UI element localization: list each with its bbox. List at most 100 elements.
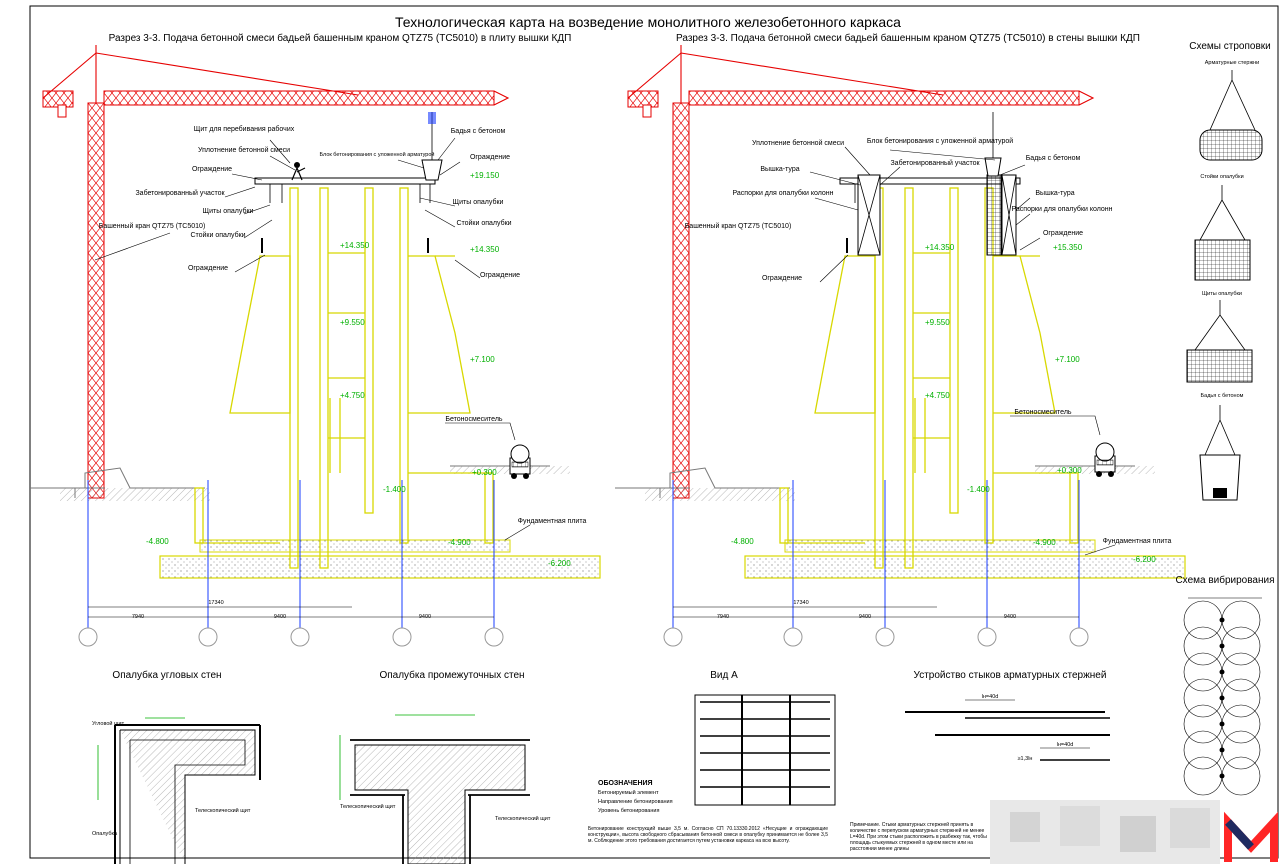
tower-crane [627,44,1094,499]
sheet-title: Технологическая карта на возведение моно… [395,14,901,30]
vibration-circle [1183,730,1223,770]
vibration-circle [1183,626,1223,666]
corner-label: Угловой щит [92,720,125,727]
joints-dim: ≥1,3lн [1018,756,1033,762]
label-concreted: Забетонированный участок [890,159,980,167]
legend-item: Бетонируемый элемент [598,789,659,796]
section-right-title: Разрез 3-3. Подача бетонной смеси бадьей… [676,32,1140,44]
joints-title: Устройство стыков арматурных стержней [914,670,1107,681]
concrete-bucket-icon [984,157,1002,177]
elevation: +14.350 [925,243,955,252]
dim-1: 7940 [132,614,144,620]
sling-title: Схемы строповки [1189,41,1270,52]
label-tower: Вышка-тура [1035,190,1074,197]
label-panels: Щиты опалубки [453,198,504,206]
rebar-bundle-icon [1199,70,1263,161]
elevation: +0.300 [1057,466,1082,475]
label-fence: Ограждение [762,275,802,282]
section-right: Разрез 3-3. Подача бетонной смеси бадьей… [614,32,1186,647]
label-struts: Распорки для опалубки колонн [1011,205,1112,213]
bucket-sling-icon [1199,405,1241,501]
elevation: +7.100 [1055,355,1080,364]
vibration-circle [1221,600,1261,640]
corner-label: Телескопический щит [195,807,251,814]
corner-formwork: Опалубка угловых стен Угловой щит Опалуб… [92,669,261,864]
intermediate-label: Телескопический щит [495,815,551,822]
building-section [614,177,1186,579]
building-section [29,177,601,579]
tower-crane [42,44,509,499]
dim-1: 7940 [717,614,729,620]
vibration-circle [1221,756,1261,796]
concrete-mixer-icon [509,444,531,480]
elevation: +4.750 [925,391,950,400]
view-a-title: Вид А [710,670,738,681]
label-concreted: Забетонированный участок [135,189,225,197]
elevation: -6.200 [1133,555,1156,564]
elevation: +9.550 [340,318,365,327]
vibration-scheme: Схема вибрирования [1175,574,1275,796]
label-fence: Ограждение [188,265,228,272]
vibration-circle [1221,730,1261,770]
panels-stack-icon [1186,300,1253,383]
elevation: +15.350 [1053,243,1083,252]
corner-title: Опалубка угловых стен [112,669,221,681]
label-bucket: Бадья с бетоном [1026,154,1081,162]
worker-icon [291,162,306,181]
elevation: -4.900 [1033,538,1056,547]
label-struts: Распорки для опалубки колонн [732,189,833,197]
dim-2: 9400 [274,614,286,620]
joints-dim: lн=40d [1057,742,1074,748]
elevation: -1.400 [383,485,406,494]
label-foundation: Фундаментная плита [518,518,587,525]
elevation: -6.200 [548,559,571,568]
legend-title: ОБОЗНАЧЕНИЯ [598,780,653,787]
vibration-circle [1221,626,1261,666]
intermediate-formwork: Опалубка промежуточных стен Телескопичес… [339,669,551,864]
legend-item: Направление бетонирования [598,799,673,805]
label-fence: Ограждение [480,272,520,279]
rebar-joints: Устройство стыков арматурных стержней lн… [850,670,1110,852]
label-crane: Башенный кран QTZ75 (TC5010) [99,222,206,230]
label-mixer: Бетоносмеситель [1014,409,1072,416]
vibration-circle [1183,704,1223,744]
joints-dim: lн=40d [982,694,999,700]
label-vibration: Уплотнение бетонной смеси [198,146,290,154]
label-panels: Щиты опалубки [203,207,254,215]
elevation: -4.800 [146,537,169,546]
props-bundle-icon [1194,185,1251,281]
dim-2: 9400 [859,614,871,620]
dim-total: 17340 [208,600,223,606]
concrete-mixer-icon [1094,442,1116,478]
logo-icon [1224,811,1278,862]
elevation: +9.550 [925,318,950,327]
vibration-circle [1221,652,1261,692]
label-tower: Вышка-тура [760,166,799,173]
joints-note: Примечание. Стыки арматурных стержней пр… [850,822,987,852]
elevation: +0.300 [472,468,497,477]
corner-label: Опалубка [92,831,118,837]
view-a-note: Бетонирование конструкций выше 3,5 м. Со… [588,826,828,844]
dim-total: 17340 [793,600,808,606]
sling-item-label: Щиты опалубки [1202,291,1242,297]
label-fence: Ограждение [192,166,232,173]
concrete-bucket-icon [421,159,443,181]
label-mixer: Бетоносмеситель [445,416,503,423]
legend-item: Уровень бетонирования [598,808,659,814]
elevation: -1.400 [967,485,990,494]
label-vibration: Уплотнение бетонной смеси [752,139,844,147]
label-props: Стойки опалубки [190,231,245,239]
label-block: Блок бетонирования с уложенной арматурой [867,137,1013,145]
vibration-circle [1183,600,1223,640]
elevation: -4.900 [448,538,471,547]
formwork-panels-grid [700,695,830,805]
watermark [990,800,1220,864]
elevation: +14.350 [340,241,370,250]
vibration-circle [1183,652,1223,692]
label-block: Блок бетонирования с уложенной арматурой [320,151,435,158]
vibration-circle [1221,678,1261,718]
sling-item-label: Стойки опалубки [1200,173,1243,180]
dim-3: 9400 [419,614,431,620]
elevation: +4.750 [340,391,365,400]
